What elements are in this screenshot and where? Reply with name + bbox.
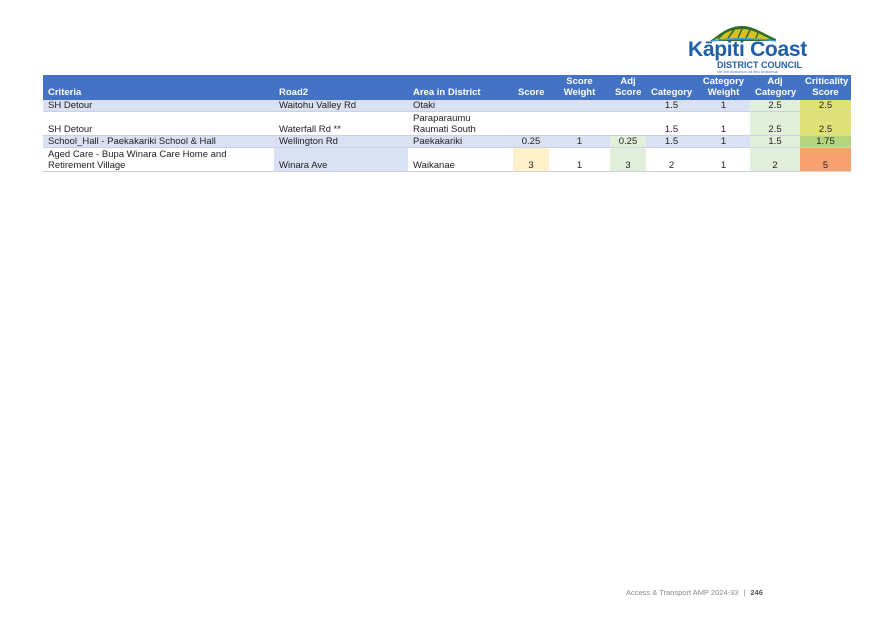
cell-score: 0.25: [513, 135, 549, 148]
cell-score: 3: [513, 147, 549, 172]
header-road: Road2: [274, 75, 408, 100]
logo-subtitle: DISTRICT COUNCIL: [717, 60, 802, 70]
cell-score: [513, 111, 549, 136]
cell-category-weight: 1: [697, 111, 750, 136]
header-adj-category: Adj Category: [750, 75, 800, 100]
footer-separator: |: [743, 588, 746, 597]
cell-area: Paekakariki: [408, 135, 513, 148]
table-header-row: Criteria Road2 Area in District Score Sc…: [43, 75, 851, 100]
cell-adj-category: 2.5: [750, 111, 800, 136]
hill-logo-icon: [710, 26, 777, 42]
cell-adj-category: 1.5: [750, 135, 800, 148]
cell-criteria: SH Detour: [43, 111, 274, 136]
table-row: Aged Care - Bupa Winara Care Home and Re…: [43, 147, 851, 172]
cell-criteria: SH Detour: [43, 100, 274, 112]
cell-criticality-score: 5: [800, 147, 851, 172]
criticality-table: Criteria Road2 Area in District Score Sc…: [43, 75, 851, 172]
logo-tagline: Me huri whakamuri, ka titiro whakamua: [717, 70, 778, 74]
page-number: 246: [750, 588, 763, 597]
cell-category: 2: [646, 147, 697, 172]
cell-category: 1.5: [646, 100, 697, 112]
cell-adj-score: 3: [610, 147, 646, 172]
cell-category: 1.5: [646, 111, 697, 136]
page-footer: Access & Transport AMP 2024-33 | 246: [626, 588, 763, 597]
cell-road: Waterfall Rd **: [274, 111, 408, 136]
header-criteria: Criteria: [43, 75, 274, 100]
kapiti-coast-logo: Kāpiti Coast DISTRICT COUNCIL Me huri wh…: [688, 24, 807, 74]
cell-criticality-score: 1.75: [800, 135, 851, 148]
cell-road: Waitohu Valley Rd: [274, 100, 408, 112]
cell-adj-score: [610, 111, 646, 136]
cell-score-weight: [549, 100, 610, 112]
header-score-weight: Score Weight: [549, 75, 610, 100]
cell-criticality-score: 2.5: [800, 100, 851, 112]
cell-category-weight: 1: [697, 147, 750, 172]
cell-criteria: Aged Care - Bupa Winara Care Home and Re…: [43, 147, 274, 172]
cell-category-weight: 1: [697, 135, 750, 148]
cell-adj-category: 2.5: [750, 100, 800, 112]
cell-adj-category: 2: [750, 147, 800, 172]
cell-criticality-score: 2.5: [800, 111, 851, 136]
table-row: School_Hall - Paekakariki School & Hall …: [43, 135, 851, 148]
cell-road: Winara Ave: [274, 147, 408, 172]
cell-adj-score: 0.25: [610, 135, 646, 148]
table-row: SH Detour Waitohu Valley Rd Otaki 1.5 1 …: [43, 100, 851, 112]
cell-score-weight: [549, 111, 610, 136]
cell-area: Otaki: [408, 100, 513, 112]
cell-area: Waikanae: [408, 147, 513, 172]
header-category: Category: [646, 75, 697, 100]
cell-area: Paraparaumu Raumati South: [408, 111, 513, 136]
footer-title: Access & Transport AMP 2024-33: [626, 588, 739, 597]
cell-score-weight: 1: [549, 135, 610, 148]
cell-category: 1.5: [646, 135, 697, 148]
cell-score: [513, 100, 549, 112]
header-score: Score: [513, 75, 549, 100]
header-criticality-score: Criticality Score: [800, 75, 851, 100]
header-area: Area in District: [408, 75, 513, 100]
header-category-weight: Category Weight: [697, 75, 750, 100]
cell-category-weight: 1: [697, 100, 750, 112]
cell-adj-score: [610, 100, 646, 112]
cell-road: Wellington Rd: [274, 135, 408, 148]
header-adj-score: Adj Score: [610, 75, 646, 100]
logo-brand: Kāpiti Coast: [688, 38, 807, 61]
cell-criteria: School_Hall - Paekakariki School & Hall: [43, 135, 274, 148]
table-row: SH Detour Waterfall Rd ** Paraparaumu Ra…: [43, 111, 851, 136]
cell-score-weight: 1: [549, 147, 610, 172]
